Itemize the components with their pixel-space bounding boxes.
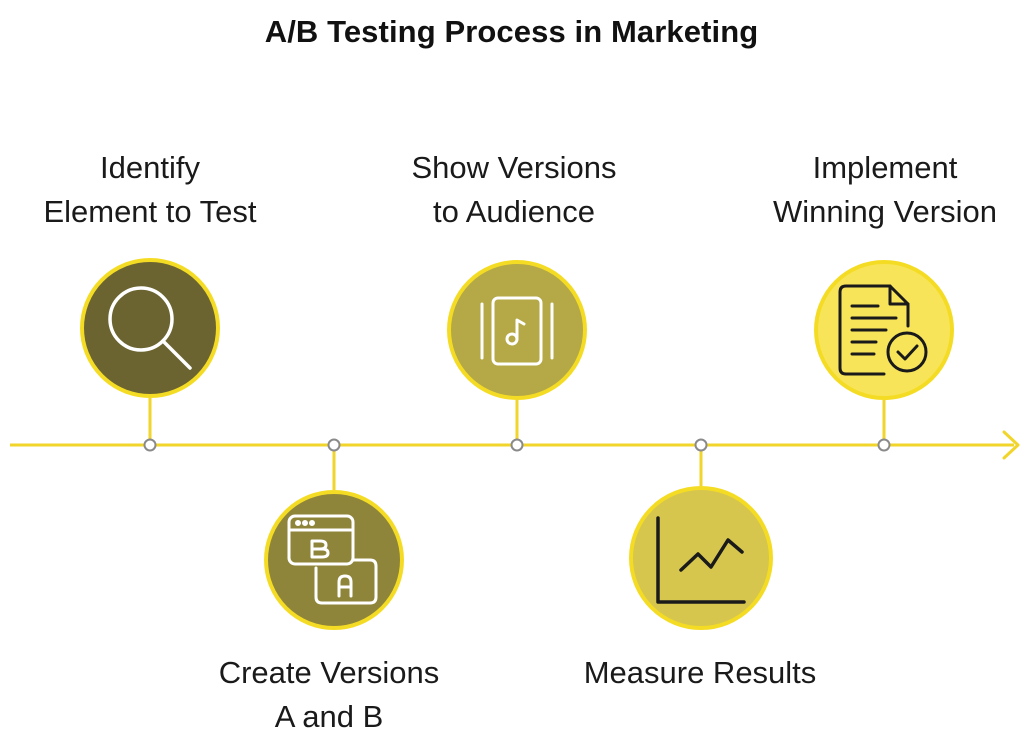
step-4-badge: [629, 486, 773, 630]
step-1-label: Identify Element to Test: [0, 146, 310, 234]
media-card-icon: [480, 296, 554, 366]
step-3-label-line2: to Audience: [432, 194, 596, 229]
step-5-label-line2: Winning Version: [772, 194, 997, 229]
step-3-badge: [447, 260, 587, 400]
step-2-label-line2: A and B: [274, 699, 384, 734]
versions-a-b-icon: [287, 514, 378, 605]
timeline-node-5: [877, 438, 891, 452]
timeline-node-4: [694, 438, 708, 452]
step-3-label-line1: Show Versions: [411, 150, 617, 185]
line-chart-icon: [656, 516, 746, 604]
timeline-node-1: [143, 438, 157, 452]
step-5-label-line1: Implement: [812, 150, 958, 185]
step-1-label-line1: Identify: [100, 150, 200, 185]
step-1-label-line2: Element to Test: [43, 194, 257, 229]
approved-document-icon: [838, 284, 928, 376]
step-3-label: Show Versions to Audience: [354, 146, 674, 234]
page-title: A/B Testing Process in Marketing: [264, 14, 759, 49]
timeline-node-2: [327, 438, 341, 452]
step-5-label: Implement Winning Version: [725, 146, 1023, 234]
magnifier-icon: [108, 286, 192, 370]
timeline-node-3: [510, 438, 524, 452]
step-4-label-line1: Measure Results: [583, 655, 817, 690]
step-5-badge: [814, 260, 954, 400]
step-4-label: Measure Results: [540, 651, 860, 695]
timeline-arrowhead: [1002, 430, 1020, 460]
step-2-label: Create Versions A and B: [169, 651, 489, 739]
step-2-badge: [264, 490, 404, 630]
step-2-label-line1: Create Versions: [218, 655, 440, 690]
step-1-badge: [80, 258, 220, 398]
